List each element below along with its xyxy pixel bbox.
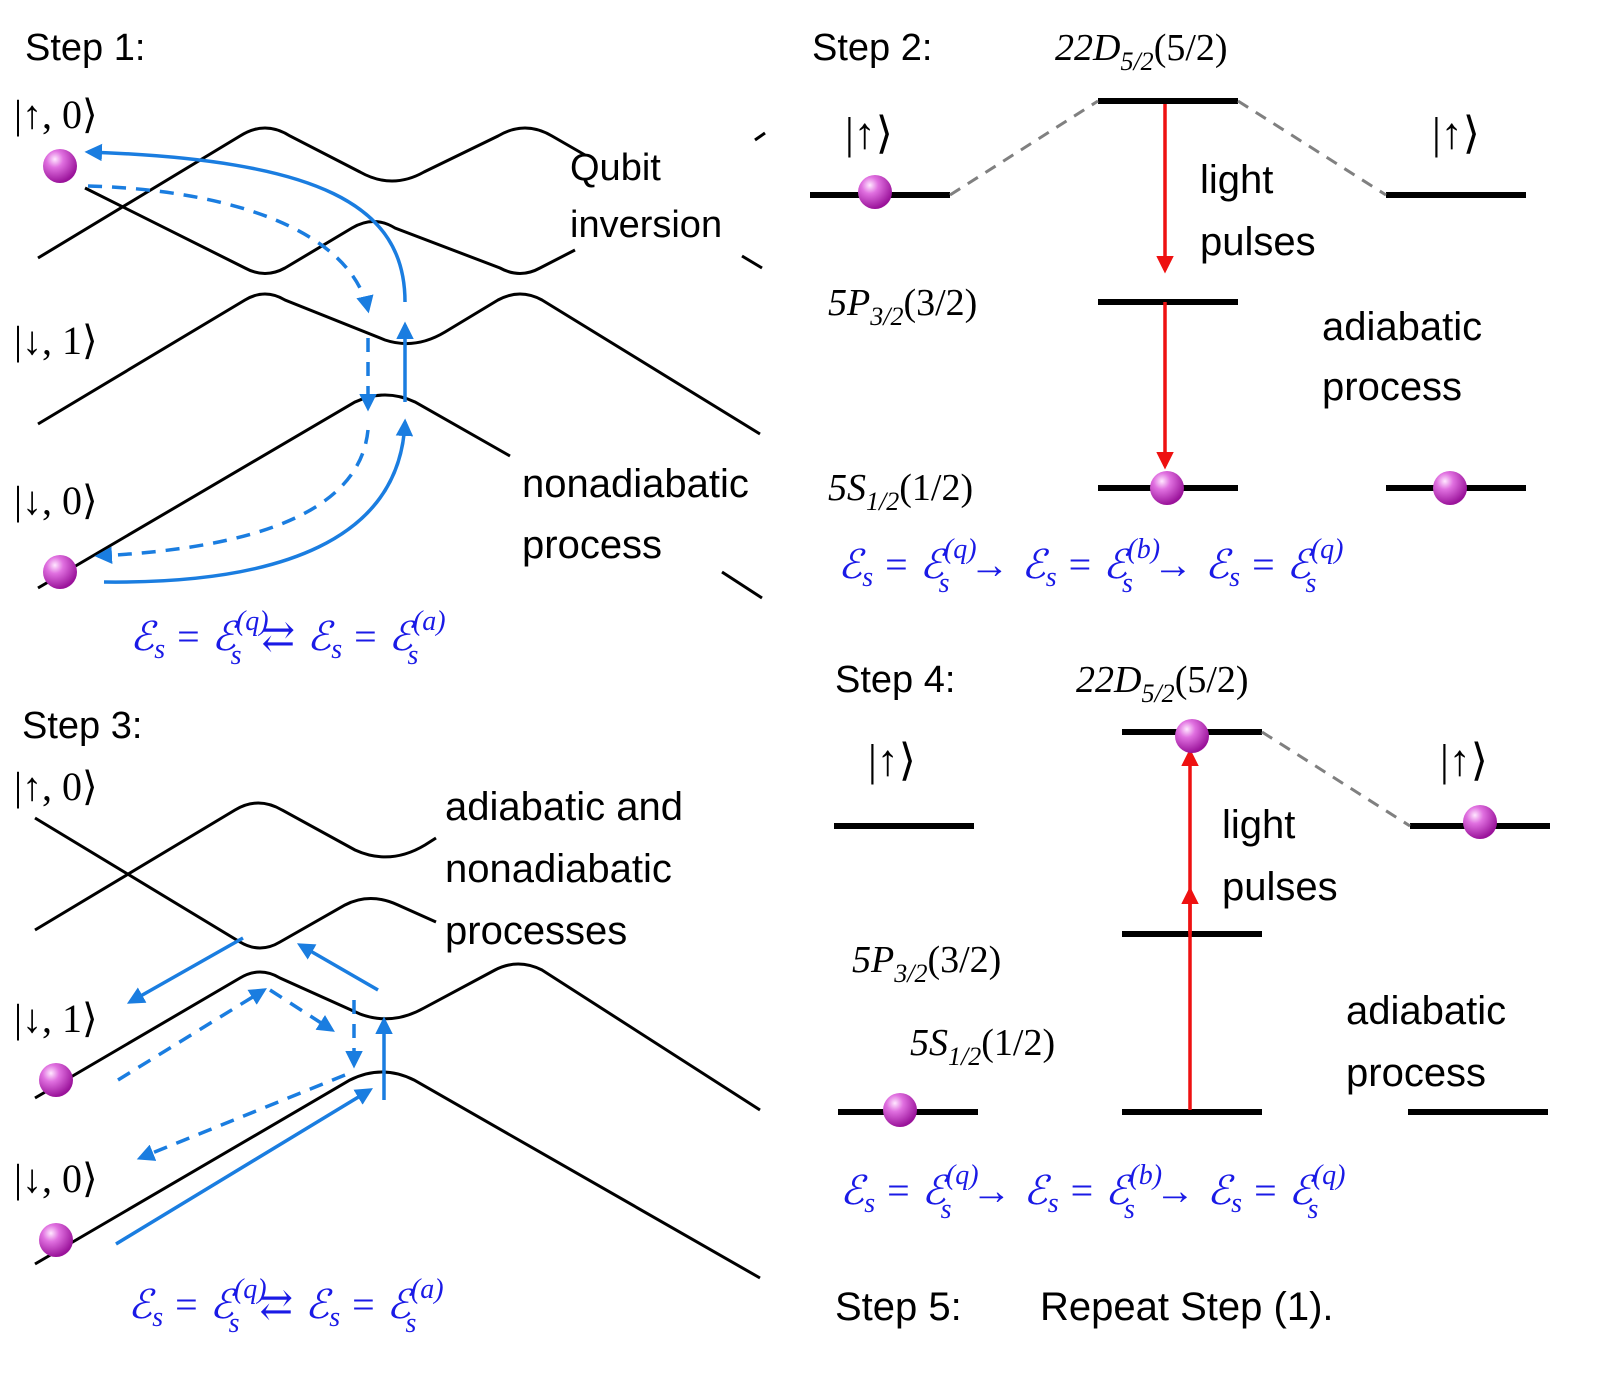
step3-arrow-4	[269, 988, 335, 1032]
step3-curve-4	[34, 1070, 761, 1280]
step3-arrow-3	[117, 988, 267, 1082]
step1-arrow-solid-up-left	[84, 143, 407, 303]
step3-panel: Step 3: |↑, 0⟩ |↓, 1⟩ |↓, 0⟩ adiabatic a…	[14, 705, 761, 1339]
step2-light: light	[1200, 158, 1273, 202]
step3-arrow-7	[136, 1073, 346, 1161]
step3-ket-down0: |↓, 0⟩	[14, 1156, 98, 1201]
step1-panel: Step 1: |↑, 0⟩ |↓, 1⟩ |↓, 0⟩ Qubit inver…	[14, 27, 766, 671]
step4-ket-right: |↑⟩	[1440, 736, 1488, 785]
step3-curve-3	[34, 962, 761, 1112]
step3-title: Step 3:	[22, 705, 142, 747]
step2-level-low: 5S1/2(1/2)	[828, 467, 973, 516]
step1-atom-bottom	[43, 555, 77, 589]
step2-panel: Step 2: 22D5/2(5/2) 5P3/2(3/2) 5S1/2(1/2…	[810, 27, 1526, 599]
step2-ket-left: |↑⟩	[845, 109, 893, 158]
step3-arrow-1	[126, 936, 244, 1004]
step4-adiabatic: adiabatic	[1346, 989, 1506, 1033]
step3-curve-1	[34, 801, 437, 932]
step1-arrow-dashed-down-left	[94, 429, 370, 565]
step1-ket-up0: |↑, 0⟩	[14, 92, 98, 137]
step4-level-top: 22D5/2(5/2)	[1076, 659, 1249, 708]
step3-label-2: nonadiabatic	[445, 847, 672, 891]
step4-dashed	[1261, 730, 1411, 828]
step1-curve-1	[37, 126, 586, 260]
step4-pulses: pulses	[1222, 865, 1338, 909]
step4-equation: ℰs=ℰ(q)s→ℰs=ℰ(b)s→ℰs=ℰ(q)s	[840, 1160, 1346, 1225]
step5-title: Step 5:	[835, 1285, 962, 1329]
step3-arrow-8	[115, 1088, 373, 1246]
step2-title: Step 2:	[812, 27, 932, 69]
step1-curve-fragment-c	[721, 570, 763, 600]
step4-level-mid: 5P3/2(3/2)	[852, 939, 1001, 988]
step2-atom-qubit	[858, 175, 892, 209]
step4-atom-22d	[1175, 719, 1209, 753]
step2-dashed-left	[949, 99, 1099, 197]
step1-arrow-dashed-down	[87, 184, 374, 314]
step3-atom-mid	[39, 1063, 73, 1097]
step5-text: Repeat Step (1).	[1040, 1285, 1334, 1329]
step3-label-1: adiabatic and	[445, 785, 683, 829]
step4-ket-left: |↑⟩	[868, 736, 916, 785]
step1-label-qubit: Qubit	[570, 147, 661, 189]
step2-ket-right: |↑⟩	[1432, 109, 1480, 158]
step3-label-3: processes	[445, 909, 627, 953]
step4-light: light	[1222, 803, 1295, 847]
step1-arrow-solid-up	[103, 418, 414, 584]
step3-equation: ℰs=ℰ(q)s⇄ℰs=ℰ(a)s	[128, 1274, 444, 1339]
step4-atom-qubit-right	[1463, 805, 1497, 839]
step2-adiabatic: adiabatic	[1322, 305, 1482, 349]
step2-pulses: pulses	[1200, 220, 1316, 264]
step1-equation: ℰs=ℰ(q)s⇄ℰs=ℰ(a)s	[130, 606, 446, 671]
step3-ket-up0: |↑, 0⟩	[14, 764, 98, 809]
step2-atom-5s	[1150, 471, 1184, 505]
step4-process: process	[1346, 1051, 1486, 1095]
step1-curve-fragment-b	[741, 254, 763, 270]
step2-level-mid: 5P3/2(3/2)	[828, 282, 977, 331]
step3-curve-2	[34, 816, 437, 950]
step1-label-nonadiabatic: nonadiabatic	[522, 462, 749, 506]
step1-label-inversion: inversion	[570, 204, 722, 246]
step2-equation: ℰs=ℰ(q)s→ℰs=ℰ(b)s→ℰs=ℰ(q)s	[838, 534, 1344, 599]
step1-ket-down0: |↓, 0⟩	[14, 478, 98, 523]
step1-curve-4	[37, 393, 511, 590]
step5-panel: Step 5: Repeat Step (1).	[835, 1285, 1334, 1329]
step1-curve-fragment-a	[754, 131, 766, 142]
step4-panel: Step 4: 22D5/2(5/2) 5P3/2(3/2) 5S1/2(1/2…	[834, 659, 1550, 1225]
step1-curve-2	[84, 186, 576, 275]
step1-title: Step 1:	[25, 27, 145, 69]
step3-ket-down1: |↓, 1⟩	[14, 996, 98, 1041]
step4-atom-ground-left	[883, 1093, 917, 1127]
step2-level-top: 22D5/2(5/2)	[1055, 27, 1228, 76]
step1-curve-3	[37, 292, 761, 436]
step4-title: Step 4:	[835, 659, 955, 701]
step2-atom-ground-right	[1433, 471, 1467, 505]
step2-dashed-right	[1237, 99, 1387, 197]
step1-ket-down1: |↓, 1⟩	[14, 318, 98, 363]
step4-level-low: 5S1/2(1/2)	[910, 1022, 1055, 1071]
step3-atom-bottom	[39, 1223, 73, 1257]
step3-arrow-2	[296, 943, 379, 992]
step1-label-process: process	[522, 523, 662, 567]
step2-process: process	[1322, 365, 1462, 409]
step1-atom-top	[43, 149, 77, 183]
